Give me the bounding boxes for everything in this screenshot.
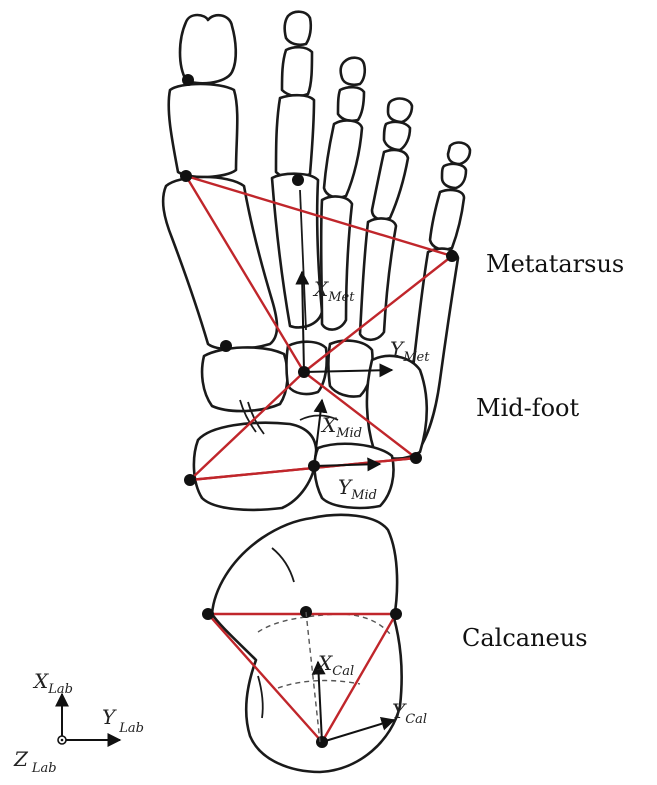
marker-cal-medial <box>202 608 214 620</box>
toe4-distal <box>388 99 412 122</box>
label-metatarsus: Metatarsus <box>486 250 624 278</box>
metatarsal-2 <box>272 174 322 328</box>
marker-met1-base <box>220 340 232 352</box>
toe3-middle <box>338 87 364 121</box>
marker-met5-head <box>446 250 458 262</box>
toe3-distal <box>341 58 365 85</box>
marker-hallux <box>182 74 194 86</box>
lab-x-label: XLab <box>32 669 73 697</box>
hallux-proximal-phalanx <box>169 84 238 177</box>
calcaneus-bone <box>212 515 402 772</box>
lab-z-dot <box>61 739 64 742</box>
cal-y-label: YCal <box>392 699 427 727</box>
toe5-middle <box>442 164 466 188</box>
metatarsal-1 <box>163 177 277 349</box>
marker-met2-head <box>292 174 304 186</box>
toe3-proximal <box>324 121 362 198</box>
metatarsal-3 <box>321 197 352 330</box>
toe5-proximal <box>430 190 464 250</box>
marker-cal-lateral <box>390 608 402 620</box>
mid-x-label: XMid <box>320 413 362 441</box>
toe5-distal <box>448 143 470 164</box>
toe4-proximal <box>372 150 408 220</box>
toe2-middle <box>282 47 312 96</box>
label-midfoot: Mid-foot <box>476 394 580 422</box>
navicular <box>194 423 316 510</box>
calcaneus-outline <box>212 515 402 772</box>
medial-cuneiform <box>202 347 287 411</box>
hallux-distal-phalanx <box>180 15 236 83</box>
label-calcaneus: Calcaneus <box>462 624 588 652</box>
toe2-proximal <box>276 95 314 178</box>
toe2-distal <box>285 12 311 45</box>
marker-met5-base <box>410 452 422 464</box>
toe4-middle <box>384 122 410 150</box>
marker-navicular <box>184 474 196 486</box>
marker-met1-head <box>180 170 192 182</box>
